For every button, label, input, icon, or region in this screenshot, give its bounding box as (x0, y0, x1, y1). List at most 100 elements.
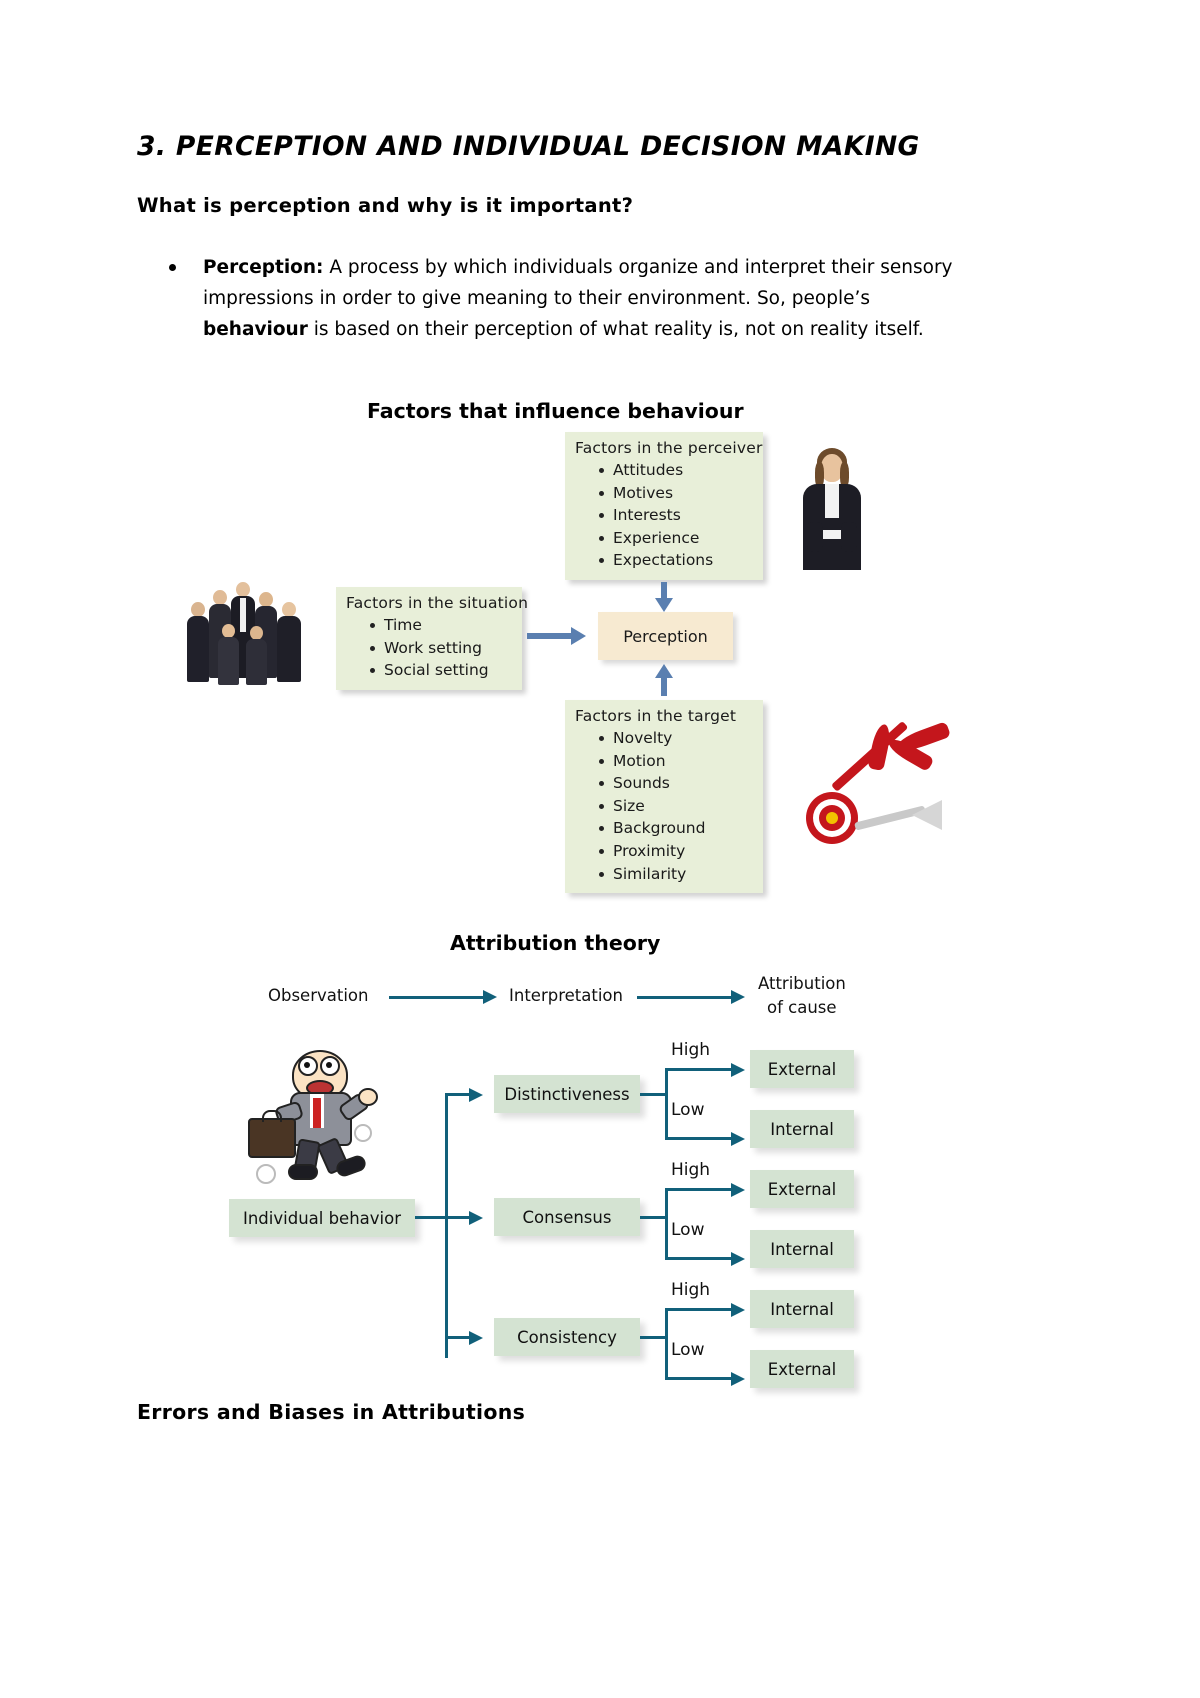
distinctiveness-low-head (731, 1132, 745, 1146)
consensus-high-shaft (665, 1188, 735, 1191)
perceiver-list: Attitudes Motives Interests Experience E… (565, 459, 763, 580)
consistency-low-head (731, 1372, 745, 1386)
bullet-list-item: Perception: A process by which individua… (137, 252, 977, 345)
list-item: Background (599, 817, 763, 840)
branch-consensus-head (469, 1211, 483, 1225)
result-label: External (767, 1179, 837, 1199)
list-item: Motion (599, 750, 763, 773)
result-box-internal: Internal (750, 1230, 854, 1268)
target-list: Novelty Motion Sounds Size Background Pr… (565, 727, 763, 893)
consistency-high-head (731, 1303, 745, 1317)
arrow-situation-to-perception-shaft (527, 633, 573, 639)
cartoon-running-businessman (240, 1048, 390, 1186)
list-item: Expectations (599, 549, 763, 572)
flow-label-interpretation: Interpretation (509, 986, 623, 1005)
list-item: Experience (599, 527, 763, 550)
errors-biases-heading: Errors and Biases in Attributions (137, 1400, 526, 1424)
figure-attribution-title: Attribution theory (450, 931, 661, 955)
result-label: External (767, 1359, 837, 1379)
perceiver-heading: Factors in the perceiver (575, 439, 763, 457)
arrow-perceiver-to-perception-head (655, 598, 673, 612)
result-box-external: External (750, 1050, 854, 1088)
individual-behavior-box: Individual behavior (229, 1199, 415, 1237)
tree-trunk-horizontal (415, 1216, 448, 1219)
result-box-internal: Internal (750, 1290, 854, 1328)
list-item: Proximity (599, 840, 763, 863)
branch-consensus-shaft (445, 1216, 472, 1219)
consensus-high-head (731, 1183, 745, 1197)
distinctiveness-high-head (731, 1063, 745, 1077)
list-item: Interests (599, 504, 763, 527)
level-label-high: High (671, 1160, 711, 1180)
flow-label-attribution-line0: Attribution (758, 974, 846, 993)
group-of-people-photo (183, 580, 311, 688)
figure-factors-title: Factors that influence behaviour (367, 399, 744, 423)
criterion-label: Consistency (517, 1327, 617, 1347)
tree-trunk-vertical (445, 1093, 448, 1358)
list-item: Novelty (599, 727, 763, 750)
arrow-perceiver-to-perception-shaft (661, 582, 667, 600)
perception-term: Perception: (203, 257, 324, 278)
arrow-target-to-perception-shaft (661, 678, 667, 696)
distinctiveness-high-shaft (665, 1068, 735, 1071)
perception-body-1: A process by which individuals organize … (203, 257, 953, 309)
distinctiveness-low-shaft (665, 1137, 735, 1140)
factors-in-situation-box: Factors in the situation Time Work setti… (336, 587, 529, 690)
level-label-high: High (671, 1040, 711, 1060)
consistency-stem (640, 1336, 667, 1339)
list-item: Size (599, 795, 763, 818)
situation-heading: Factors in the situation (346, 594, 529, 612)
criterion-box-consistency: Consistency (494, 1318, 640, 1356)
target-heading: Factors in the target (575, 707, 737, 725)
perception-box: Perception (598, 612, 733, 660)
criterion-box-distinctiveness: Distinctiveness (494, 1075, 640, 1113)
level-label-high: High (671, 1280, 711, 1300)
result-label: External (767, 1059, 837, 1079)
branch-distinctiveness-head (469, 1088, 483, 1102)
consensus-low-head (731, 1252, 745, 1266)
flow-arrow-2-shaft (637, 996, 733, 999)
page-title: 3. PERCEPTION AND INDIVIDUAL DECISION MA… (137, 131, 920, 162)
consistency-high-shaft (665, 1308, 735, 1311)
factors-in-target-box: Factors in the target Novelty Motion Sou… (565, 700, 763, 894)
flow-arrow-1-shaft (389, 996, 485, 999)
perception-definition: Perception: A process by which individua… (203, 252, 977, 345)
distinctiveness-split-vertical (665, 1068, 668, 1140)
section-subheading: What is perception and why is it importa… (137, 194, 634, 217)
result-box-internal: Internal (750, 1110, 854, 1148)
list-item: Social setting (370, 659, 522, 682)
branch-consistency-shaft (445, 1336, 472, 1339)
list-item: Motives (599, 482, 763, 505)
flow-label-observation: Observation (268, 986, 369, 1005)
bullet-dot-icon (169, 264, 176, 271)
businesswoman-photo (793, 448, 871, 570)
consistency-split-vertical (665, 1308, 668, 1380)
list-item: Work setting (370, 637, 522, 660)
factors-in-perceiver-box: Factors in the perceiver Attitudes Motiv… (565, 432, 763, 580)
level-label-low: Low (671, 1340, 705, 1360)
arrow-situation-to-perception-head (571, 627, 586, 645)
list-item: Similarity (599, 863, 763, 886)
consensus-stem (640, 1216, 667, 1219)
perception-box-label: Perception (623, 626, 708, 646)
list-item: Time (370, 614, 522, 637)
perception-body-3: is based on their perception of what rea… (307, 319, 924, 340)
situation-list: Time Work setting Social setting (336, 614, 522, 690)
result-box-external: External (750, 1170, 854, 1208)
flow-arrow-1-head (483, 990, 497, 1004)
branch-consistency-head (469, 1331, 483, 1345)
behaviour-term: behaviour (203, 319, 308, 340)
consensus-split-vertical (665, 1188, 668, 1260)
result-box-external: External (750, 1350, 854, 1388)
individual-behavior-label: Individual behavior (242, 1208, 402, 1228)
result-label: Internal (770, 1239, 834, 1259)
result-label: Internal (770, 1119, 834, 1139)
arrow-target-to-perception-head (655, 664, 673, 678)
result-label: Internal (770, 1299, 834, 1319)
consensus-low-shaft (665, 1257, 735, 1260)
list-item: Sounds (599, 772, 763, 795)
distinctiveness-stem (640, 1093, 667, 1096)
criterion-label: Consensus (522, 1207, 612, 1227)
flow-arrow-2-head (731, 990, 745, 1004)
